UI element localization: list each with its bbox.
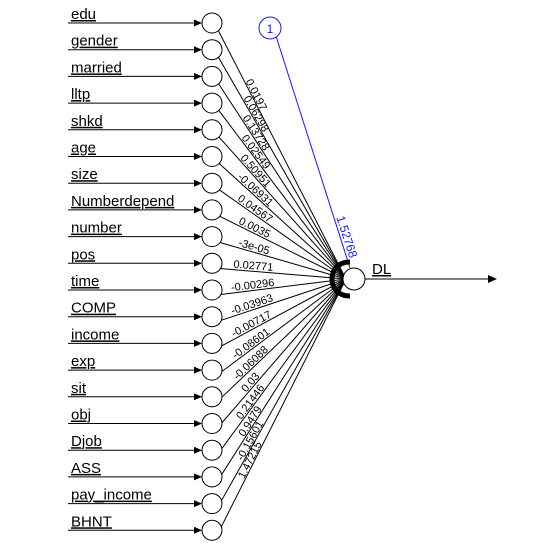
input-arrowhead [194, 153, 202, 160]
weight-edge [216, 107, 347, 280]
input-node [201, 252, 223, 274]
weight-edge [216, 278, 347, 536]
input-node [201, 306, 223, 328]
input-nodes [201, 12, 223, 541]
input-label: pos [71, 246, 95, 263]
input-label: number [71, 220, 122, 237]
weight-edge [216, 54, 347, 280]
output-label: DL [372, 261, 391, 278]
input-arrowhead [194, 366, 202, 374]
input-arrowhead [194, 500, 202, 508]
output-node [342, 267, 366, 291]
input-label: age [71, 140, 96, 157]
output-arrowhead [488, 275, 497, 283]
input-arrowhead [194, 473, 202, 481]
input-label: time [71, 273, 99, 290]
input-label: COMP [71, 300, 116, 317]
input-label: gender [71, 33, 118, 50]
weight-labels: 0.01970.062980.137280.025490.50951-0.069… [230, 77, 276, 480]
input-label: sit [71, 380, 87, 397]
input-arrowhead [194, 72, 202, 80]
input-label: pay_income [71, 487, 152, 504]
input-node [201, 226, 223, 248]
input-node [201, 119, 223, 141]
input-node [201, 65, 223, 87]
input-label: income [71, 326, 119, 343]
input-arrowhead [194, 286, 202, 294]
weight-edge [216, 278, 347, 323]
input-label: Numberdepend [71, 193, 174, 210]
input-label: married [71, 59, 122, 76]
input-node [201, 12, 223, 34]
weight-edge [216, 161, 347, 280]
bias-node [258, 16, 282, 40]
weight-label: -0.00296 [230, 277, 275, 294]
input-arrowhead [194, 126, 202, 134]
weight-edge [216, 267, 347, 280]
input-label: ASS [71, 460, 101, 477]
input-node [201, 146, 223, 167]
input-arrowhead [194, 259, 202, 267]
input-label: shkd [71, 113, 103, 130]
weight-edge [216, 278, 347, 403]
input-label: lltp [71, 86, 90, 103]
weight-edge [216, 278, 347, 456]
weight-edge [216, 27, 347, 280]
input-arrowhead [194, 46, 202, 54]
input-node [201, 199, 223, 221]
weight-edge [216, 278, 347, 376]
input-label: obj [71, 407, 91, 424]
input-arrowhead [194, 446, 202, 454]
weight-edge [216, 278, 347, 349]
input-arrowhead [194, 179, 202, 187]
input-node [201, 519, 223, 541]
input-label: edu [71, 6, 96, 23]
output-activation-arc [329, 259, 351, 299]
input-node [201, 279, 223, 301]
input-arrowhead [194, 99, 202, 107]
input-arrowhead [194, 19, 202, 27]
input-arrowhead [194, 526, 202, 534]
input-label: size [71, 166, 98, 183]
input-node [201, 359, 223, 381]
input-label: exp [71, 353, 95, 370]
input-arrows [68, 19, 202, 534]
input-label: BHNT [71, 513, 112, 530]
bias-weight-label: 1.52768 [333, 214, 360, 260]
weight-label: 0.02771 [233, 259, 274, 274]
input-arrowhead [194, 313, 202, 321]
input-node [201, 493, 223, 515]
bias-node-label: 1 [267, 22, 274, 36]
input-labels: edu gender married lltp shkd age sizeNumberdep… [71, 6, 174, 530]
weight-edge [216, 278, 347, 483]
input-arrowhead [194, 393, 202, 401]
input-node [201, 466, 223, 488]
weight-edge [216, 278, 347, 509]
bias-edge [274, 32, 351, 269]
input-arrowhead [194, 339, 202, 347]
input-node [201, 92, 223, 114]
input-arrowhead [194, 420, 202, 427]
input-arrowhead [194, 206, 202, 214]
input-node [201, 413, 223, 434]
input-node [201, 172, 223, 194]
weight-edge [216, 278, 347, 429]
weight-edge [216, 187, 347, 280]
weight-edge [216, 278, 347, 296]
input-node [201, 386, 223, 408]
input-arrowhead [194, 233, 202, 241]
weight-edge [216, 214, 347, 280]
input-label: Djob [71, 433, 102, 450]
weight-edge [216, 134, 347, 280]
weight-edge [216, 241, 347, 280]
weight-edge [216, 81, 347, 280]
input-node [201, 439, 223, 461]
weight-edges [216, 27, 347, 536]
input-node [201, 39, 223, 61]
input-node [201, 332, 223, 354]
